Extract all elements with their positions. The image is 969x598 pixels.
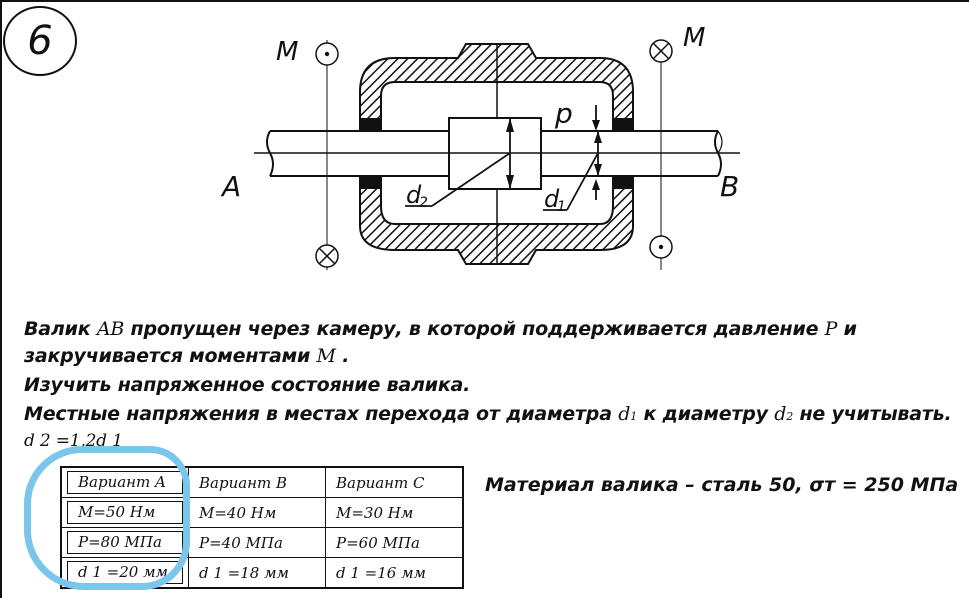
page-border-left (0, 0, 2, 598)
table-cell: Вариант A (60, 466, 189, 498)
page-border-top (0, 0, 969, 2)
label-m-left: M (276, 37, 298, 67)
label-d2: d (406, 181, 422, 209)
pressure-arrow (592, 105, 600, 200)
statement-line-2: закручивается моментами M . (24, 345, 350, 367)
table-cell: Вариант C (325, 466, 464, 498)
table-row: P=80 МПа P=40 МПа P=60 МПа (60, 527, 464, 558)
label-d1-subscript: 1 (557, 199, 566, 215)
table-cell: d 1 =18 мм (188, 557, 326, 589)
table-cell: P=40 МПа (188, 527, 326, 558)
material-note: Материал валика – сталь 50, σт = 250 МПа (485, 474, 959, 496)
table-row: M=50 Нм M=40 Нм M=30 Нм (60, 497, 464, 528)
shaft-chamber-drawing: M M A B p d 2 d 1 (220, 23, 740, 270)
variants-table: Вариант A Вариант B Вариант C M=50 Нм M=… (60, 466, 464, 589)
table-cell: M=40 Нм (188, 497, 326, 528)
label-p: p (554, 97, 573, 130)
shaft-ab (254, 117, 740, 190)
moment-right (649, 39, 673, 270)
label-a: A (220, 170, 241, 203)
label-d1: d (544, 185, 560, 213)
table-row: d 1 =20 мм d 1 =18 мм d 1 =16 мм (60, 557, 464, 589)
statement-line-3: Изучить напряженное состояние валика. (24, 374, 471, 396)
label-b: B (720, 170, 739, 203)
label-m-right: M (683, 23, 705, 53)
table-cell: M=50 Нм (60, 497, 189, 528)
figure-number: 6 (3, 6, 77, 76)
table-cell: P=80 МПа (60, 527, 189, 558)
d2-dimension (405, 118, 514, 207)
table-cell: P=60 МПа (325, 527, 464, 558)
label-d2-subscript: 2 (419, 195, 428, 211)
shaft-seals (361, 118, 633, 189)
diameter-relation: d 2 =1,2d 1 (24, 431, 123, 451)
table-cell: Вариант B (188, 466, 326, 498)
table-row: Вариант A Вариант B Вариант C (60, 466, 464, 498)
statement-line-4: Местные напряжения в местах перехода от … (24, 403, 952, 425)
table-cell: d 1 =20 мм (60, 557, 189, 589)
d1-dimension (543, 131, 602, 211)
table-cell: M=30 Нм (325, 497, 464, 528)
statement-line-1: Валик AB пропущен через камеру, в которо… (24, 318, 857, 340)
moment-left (315, 40, 339, 270)
table-cell: d 1 =16 мм (325, 557, 464, 589)
